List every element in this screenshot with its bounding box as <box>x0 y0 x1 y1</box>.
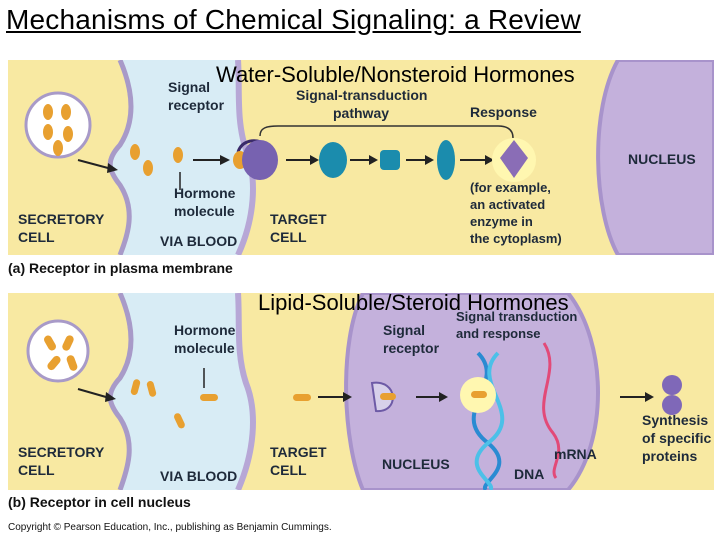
panel-a-diagram: Signal receptor Signal-transduction path… <box>8 60 714 255</box>
water-soluble-title: Water-Soluble/Nonsteroid Hormones <box>216 62 575 87</box>
example-label-3: enzyme in <box>470 214 533 229</box>
secretory-cell-label-b1: SECRETORY <box>18 444 105 460</box>
signal-receptor-label-b2: receptor <box>383 340 440 356</box>
synthesis-label-3: proteins <box>642 448 697 464</box>
hormone-label-b1: Hormone <box>174 322 236 338</box>
pathway-label-1: Signal-transduction <box>296 87 427 103</box>
secretory-cell-label-a2: CELL <box>18 229 55 245</box>
dna-label: DNA <box>514 466 544 482</box>
via-blood-label-b: VIA BLOOD <box>160 468 237 484</box>
target-cell-label-a1: TARGET <box>270 211 327 227</box>
mrna-label: mRNA <box>554 446 597 462</box>
hormone-label-a1: Hormone <box>174 185 236 201</box>
example-label-4: the cytoplasm) <box>470 231 562 246</box>
nucleus-label-a: NUCLEUS <box>628 151 696 167</box>
signal-transduction-label-2: and response <box>456 326 541 341</box>
hormone-label-b2: molecule <box>174 340 235 356</box>
target-cell-label-b2: CELL <box>270 462 307 478</box>
synthesis-label-1: Synthesis <box>642 412 708 428</box>
signal-receptor-label-b1: Signal <box>383 322 425 338</box>
lipid-soluble-title: Lipid-Soluble/Steroid Hormones <box>258 290 569 315</box>
target-cell-label-b1: TARGET <box>270 444 327 460</box>
pathway-label-2: pathway <box>333 105 389 121</box>
nucleus-label-b: NUCLEUS <box>382 456 450 472</box>
signal-receptor-label-a1: Signal <box>168 79 210 95</box>
secretory-cell-label-a1: SECRETORY <box>18 211 105 227</box>
signal-receptor-label-a2: receptor <box>168 97 225 113</box>
via-blood-label-a: VIA BLOOD <box>160 233 237 249</box>
caption-b: (b) Receptor in cell nucleus <box>8 494 191 510</box>
example-label-2: an activated <box>470 197 545 212</box>
copyright-text: Copyright © Pearson Education, Inc., pub… <box>8 522 332 533</box>
synthesis-label-2: of specific <box>642 430 711 446</box>
secretory-cell-label-b2: CELL <box>18 462 55 478</box>
signal-transduction-label-1: Signal transduction <box>456 309 577 324</box>
page-title: Mechanisms of Chemical Signaling: a Revi… <box>6 4 581 35</box>
panel-b-diagram: Hormone molecule Signal receptor Signal … <box>8 293 714 490</box>
caption-a: (a) Receptor in plasma membrane <box>8 260 233 276</box>
hormone-label-a2: molecule <box>174 203 235 219</box>
example-label-1: (for example, <box>470 180 551 195</box>
target-cell-label-a2: CELL <box>270 229 307 245</box>
response-label: Response <box>470 104 537 120</box>
